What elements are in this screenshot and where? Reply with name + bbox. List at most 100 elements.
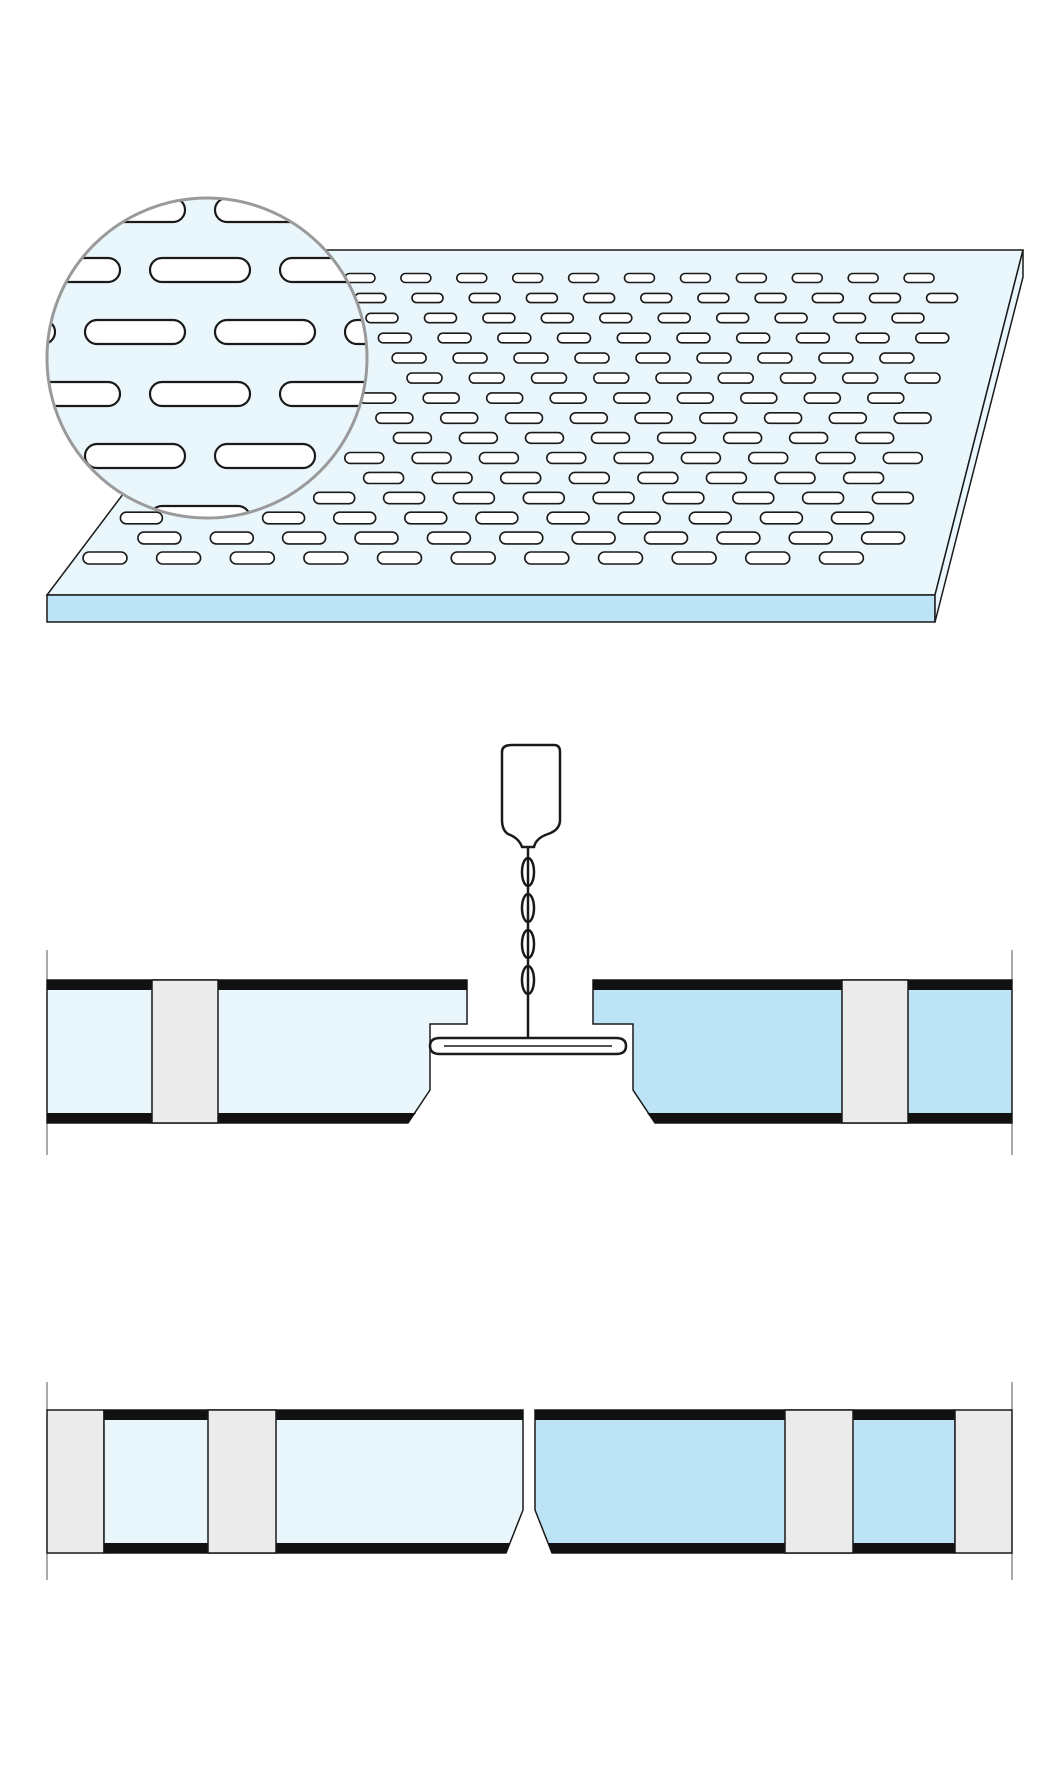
perforation-slot xyxy=(278,380,367,408)
panel-perforation-slots xyxy=(82,272,959,565)
perforation-slot xyxy=(567,272,600,284)
perforation-slot xyxy=(344,272,376,284)
perforation-slot xyxy=(637,471,679,485)
perforation-slot xyxy=(811,292,845,304)
perforation-slot xyxy=(747,451,789,465)
perforation-slot xyxy=(722,431,763,445)
right-panel-insert xyxy=(841,979,909,1124)
left-panel-top-facing xyxy=(47,980,467,990)
perforation-slot xyxy=(904,372,941,384)
joint-right-edge-insert xyxy=(954,1409,1013,1554)
perforation-slot xyxy=(842,471,885,485)
panel-front-edge xyxy=(46,594,936,623)
perforation-slot xyxy=(423,312,458,324)
perforation-slot xyxy=(468,372,506,384)
perforation-slot xyxy=(343,198,367,224)
perforation-slot xyxy=(496,332,532,344)
perforation-slot xyxy=(452,491,496,505)
perforation-slot xyxy=(818,551,865,565)
perforation-slot xyxy=(523,551,570,565)
perforation-slot xyxy=(343,451,385,465)
perforation-slot xyxy=(680,451,722,465)
perforation-slot xyxy=(354,292,387,304)
perforation-slot xyxy=(656,431,697,445)
perforation-slot xyxy=(400,272,432,284)
perforation-slot xyxy=(657,312,692,324)
perforation-slot xyxy=(891,312,925,324)
perforation-slot xyxy=(688,511,733,525)
perforation-slot xyxy=(362,471,405,485)
perforation-slot xyxy=(137,531,182,545)
perforation-slot xyxy=(616,332,652,344)
perforation-slot xyxy=(830,511,875,525)
perforation-slot xyxy=(376,551,423,565)
perforation-slot xyxy=(148,380,252,408)
perforation-slot xyxy=(375,411,414,425)
perforation-slot xyxy=(426,531,472,545)
perforation-slot xyxy=(676,332,711,344)
perforation-slot xyxy=(332,511,377,525)
perforation-slot xyxy=(671,551,717,565)
perforation-slot xyxy=(855,332,890,344)
perforation-slot xyxy=(879,352,915,364)
perforation-slot xyxy=(411,451,452,465)
perforation-slot xyxy=(882,451,924,465)
perforation-slot xyxy=(818,352,854,364)
perforated-panel-figure xyxy=(45,196,1024,623)
left-panel-body xyxy=(46,979,468,1124)
perforation-slot xyxy=(83,318,187,346)
perforation-slot xyxy=(623,272,656,284)
perforation-slot xyxy=(592,372,630,384)
perforation-slot xyxy=(468,292,502,304)
perforation-slot xyxy=(832,312,867,324)
perforation-slot xyxy=(635,352,671,364)
joint-left-bottom-facing xyxy=(104,1543,510,1553)
perforation-slot xyxy=(213,442,317,470)
perforation-slot xyxy=(571,531,616,545)
joint-right-bottom-facing xyxy=(548,1543,955,1553)
perforation-slot xyxy=(574,352,610,364)
perforation-slot xyxy=(213,318,317,346)
perforation-slot xyxy=(83,442,187,470)
perforation-slot xyxy=(422,392,461,404)
perforation-slot xyxy=(148,504,252,518)
perforation-slot xyxy=(209,531,255,545)
perforation-slot xyxy=(365,312,399,324)
perforation-slot xyxy=(592,491,635,505)
perforation-slot xyxy=(358,392,397,404)
perforation-slot xyxy=(377,332,413,344)
perforation-slot xyxy=(925,292,959,304)
perforation-slot xyxy=(744,551,791,565)
perforation-slot xyxy=(893,411,932,425)
perforation-slot xyxy=(155,551,202,565)
perforation-slot xyxy=(779,372,817,384)
joint-right-panel xyxy=(534,1409,956,1554)
perforation-slot xyxy=(617,511,662,525)
perforation-slot xyxy=(735,332,771,344)
perforation-slot xyxy=(482,312,516,324)
perforation-slot xyxy=(871,491,915,505)
perforation-slot xyxy=(556,332,592,344)
perforation-slot xyxy=(525,292,559,304)
perforation-slot xyxy=(485,392,524,404)
perforation-slot xyxy=(759,511,804,525)
perforation-slot xyxy=(791,272,824,284)
perforation-slot xyxy=(716,531,761,545)
perforation-slot xyxy=(261,511,306,525)
perforation-slot xyxy=(312,491,356,505)
perforation-slot xyxy=(613,451,654,465)
perforation-slot xyxy=(504,411,544,425)
perforation-slot xyxy=(411,292,444,304)
perforation-slot xyxy=(612,392,651,404)
perforation-slot xyxy=(47,256,122,284)
perforation-slot xyxy=(522,491,566,505)
lens-background xyxy=(47,198,367,518)
perforation-slot xyxy=(229,551,276,565)
perforation-slot xyxy=(303,551,349,565)
perforation-slot xyxy=(455,272,488,284)
perforation-slot xyxy=(47,442,57,470)
perforation-slot xyxy=(697,292,730,304)
perforation-slot xyxy=(546,511,590,525)
perforation-slot xyxy=(731,491,775,505)
